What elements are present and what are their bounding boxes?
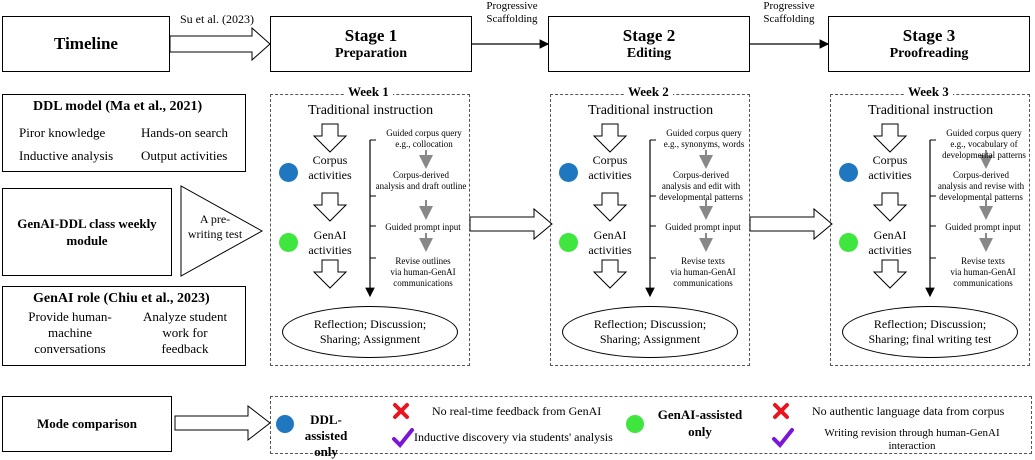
week-3-step-1: Guided corpus query e.g., vocabulary of … — [942, 128, 1026, 160]
genai-role-item-2: Analyze student work for feedback — [142, 309, 228, 356]
week-1-genai-label: GenAI activities — [308, 228, 352, 257]
week-2-outcome: Reflection; Discussion; Sharing; Assignm… — [562, 306, 738, 358]
ddl-con-text: No real-time feedback from GenAI — [432, 404, 602, 418]
corpus-dot-icon — [839, 163, 858, 182]
stage-2-subtitle: Editing — [626, 46, 672, 61]
week-3-step-4: Revise texts via human-GenAI communicati… — [950, 256, 1016, 288]
week1-to-week2-arrow — [469, 207, 553, 241]
timeline-arrow — [169, 26, 271, 62]
timeline-label: Timeline — [54, 34, 118, 53]
week-3-step-2: Corpus-derived analysis and revise with … — [937, 170, 1025, 202]
stage-3-title: Stage 3 — [902, 26, 956, 45]
week-2-instruction: Traditional instruction — [588, 103, 714, 118]
week-3-outcome-text: Reflection; Discussion; Sharing; final w… — [868, 317, 992, 346]
stage-3-subtitle: Proofreading — [889, 46, 969, 61]
scaffold-label-1: Progressive Scaffolding — [486, 0, 538, 25]
genai-dot-icon — [626, 415, 644, 433]
week-2-corpus-label: Corpus activities — [588, 153, 632, 182]
ddl-pro-text: Inductive discovery via students' analys… — [414, 430, 613, 444]
week-1-label: Week 1 — [344, 84, 393, 100]
stage-2-box: Stage 2 Editing — [548, 16, 750, 72]
genai-con-text: No authentic language data from corpus — [812, 404, 1005, 418]
week-3-instruction: Traditional instruction — [868, 103, 994, 118]
mode-panel — [270, 396, 1032, 454]
week-2-step-1: Guided corpus query e.g., synonyms, word… — [663, 128, 745, 149]
ddl-model-title: DDL model (Ma et al., 2021) — [33, 99, 203, 114]
genai-only-title: GenAI-assisted only — [657, 407, 743, 439]
ddl-item-search: Hands-on search — [141, 125, 228, 140]
timeline-citation: Su et al. (2023) — [180, 12, 254, 26]
week-1-corpus-label: Corpus activities — [308, 153, 352, 182]
week-1-outcome: Reflection; Discussion; Sharing; Assignm… — [282, 306, 458, 358]
class-module-title: GenAI-DDL class weekly module — [17, 216, 157, 248]
week-1-step-3: Guided prompt input — [385, 222, 461, 232]
week-1-step-1: Guided corpus query e.g., collocation — [386, 128, 462, 149]
week-1-instruction: Traditional instruction — [308, 103, 434, 118]
stage-3-box: Stage 3 Proofreading — [828, 16, 1030, 72]
week-3-outcome: Reflection; Discussion; Sharing; final w… — [842, 306, 1018, 358]
week-2-step-3: Guided prompt input — [665, 222, 741, 232]
ddl-only-title: DDL-assisted only — [304, 412, 348, 459]
ddl-item-prior: Piror knowledge — [19, 125, 106, 140]
stage-1-box: Stage 1 Preparation — [270, 16, 472, 72]
timeline-box: Timeline — [2, 16, 170, 72]
class-module-box: GenAI-DDL class weekly module — [2, 188, 172, 276]
genai-pro-text: Writing revision through human-GenAI int… — [824, 427, 1000, 452]
week-1-step-2: Corpus-derived analysis and draft outlin… — [375, 170, 467, 191]
ddl-model-box: DDL model (Ma et al., 2021) Piror knowle… — [2, 94, 246, 172]
week-2-step-4: Revise texts via human-GenAI communicati… — [670, 256, 736, 288]
cross-icon — [773, 403, 789, 419]
check-icon — [772, 428, 794, 448]
stage-1-subtitle: Preparation — [334, 46, 408, 61]
week-3-corpus-label: Corpus activities — [868, 153, 912, 182]
corpus-dot-icon — [559, 163, 578, 182]
ddl-item-inductive: Inductive analysis — [19, 148, 114, 163]
week-2-genai-label: GenAI activities — [588, 228, 632, 257]
pre-test-label: A pre- writing test — [187, 212, 243, 241]
check-icon — [392, 428, 414, 448]
genai-role-title: GenAI role (Chiu et al., 2023) — [33, 291, 210, 306]
genai-dot-icon — [839, 233, 858, 252]
genai-dot-icon — [559, 233, 578, 252]
stage-1-title: Stage 1 — [344, 26, 398, 45]
ddl-dot-icon — [276, 415, 294, 433]
week-3-genai-label: GenAI activities — [868, 228, 912, 257]
stage-2-title: Stage 2 — [622, 26, 676, 45]
genai-role-item-1: Provide human- machine conversations — [28, 309, 112, 356]
ddl-item-output: Output activities — [141, 148, 228, 163]
week-2-step-2: Corpus-derived analysis and edit with de… — [659, 170, 743, 202]
mode-comparison-label: Mode comparison — [36, 416, 138, 431]
week-1-outcome-text: Reflection; Discussion; Sharing; Assignm… — [313, 317, 427, 346]
week2-to-week3-arrow — [749, 207, 833, 241]
corpus-dot-icon — [279, 163, 298, 182]
week-3-step-3: Guided prompt input — [945, 222, 1021, 232]
scaffold-label-2: Progressive Scaffolding — [763, 0, 815, 25]
week-2-label: Week 2 — [624, 84, 673, 100]
week-3-label: Week 3 — [904, 84, 953, 100]
week-1-step-4: Revise outlines via human-GenAI communic… — [390, 256, 456, 288]
mode-comparison-box: Mode comparison — [2, 396, 172, 452]
cross-icon — [393, 403, 409, 419]
genai-dot-icon — [279, 233, 298, 252]
genai-role-box: GenAI role (Chiu et al., 2023) Provide h… — [2, 286, 246, 366]
week-2-outcome-text: Reflection; Discussion; Sharing; Assignm… — [593, 317, 707, 346]
mode-arrow — [174, 404, 271, 442]
